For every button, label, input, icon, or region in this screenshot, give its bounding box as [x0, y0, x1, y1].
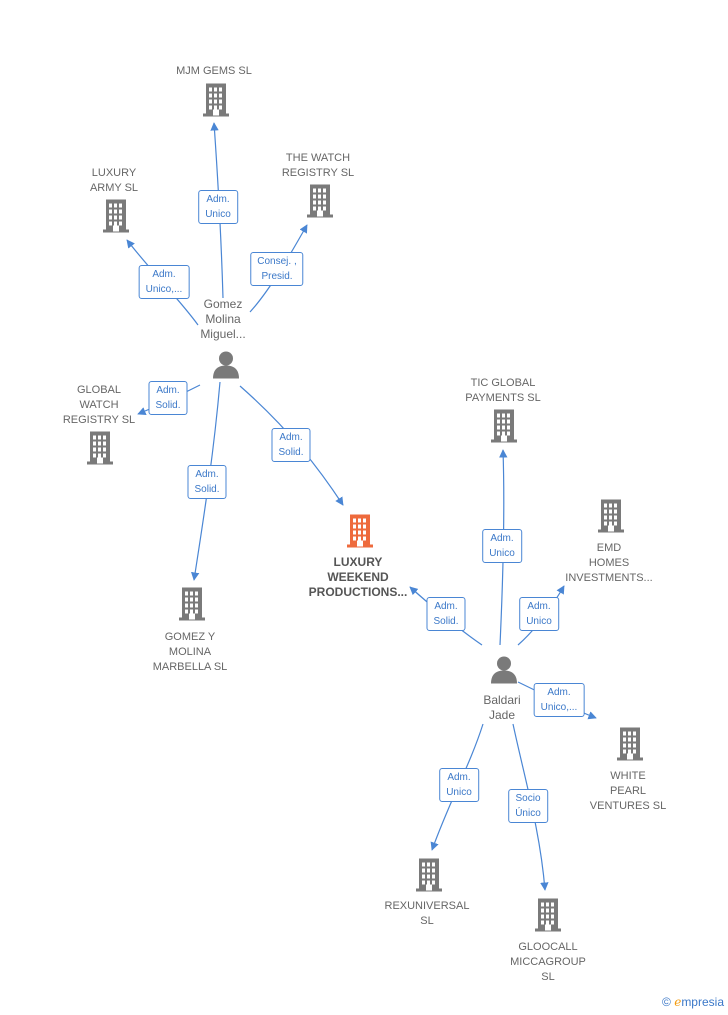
edge-role-label-e11: Adm. Unico	[439, 768, 479, 802]
edge-role-label-e8: Adm. Unico	[519, 597, 559, 631]
company-building-icon[interactable]	[199, 82, 233, 123]
person-label-p2[interactable]: Baldari Jade	[483, 693, 521, 722]
person-icon[interactable]	[210, 349, 242, 386]
edge-role-label-e5: Adm. Solid.	[271, 428, 311, 462]
company-building-icon[interactable]	[412, 857, 446, 898]
company-building-icon[interactable]	[487, 408, 521, 449]
company-building-icon[interactable]	[343, 513, 377, 554]
company-label-gomez[interactable]: GOMEZ Y MOLINA MARBELLA SL	[152, 631, 228, 673]
company-label-luxury[interactable]: LUXURY WEEKEND PRODUCTIONS...	[308, 555, 408, 599]
company-label-white[interactable]: WHITE PEARL VENTURES SL	[589, 770, 667, 812]
company-building-icon[interactable]	[594, 498, 628, 539]
company-label-army[interactable]: LUXURY ARMY SL	[89, 167, 139, 194]
edge-role-label-e2: Adm. Unico,...	[138, 265, 190, 299]
company-building-icon[interactable]	[175, 586, 209, 627]
edge-role-label-e12: Socio Único	[508, 789, 548, 823]
person-label-p1[interactable]: Gomez Molina Miguel...	[200, 297, 246, 341]
company-building-icon[interactable]	[99, 198, 133, 239]
company-label-gloo[interactable]: GLOOCALL MICCAGROUP SL	[510, 941, 586, 983]
edge-role-label-e1: Adm. Unico	[198, 190, 238, 224]
company-label-rex[interactable]: REXUNIVERSAL SL	[384, 900, 470, 927]
empresia-logo[interactable]: © empresia	[662, 995, 724, 1009]
edge-role-label-e10: Adm. Unico,...	[533, 683, 585, 717]
edge-role-label-e7: Adm. Unico	[482, 529, 522, 563]
company-building-icon[interactable]	[83, 430, 117, 471]
person-icon[interactable]	[488, 654, 520, 691]
company-label-global[interactable]: GLOBAL WATCH REGISTRY SL	[62, 384, 136, 426]
company-label-tic[interactable]: TIC GLOBAL PAYMENTS SL	[465, 377, 541, 404]
edge-role-label-e6: Adm. Solid.	[187, 465, 227, 499]
company-building-icon[interactable]	[303, 183, 337, 224]
company-building-icon[interactable]	[531, 897, 565, 938]
company-building-icon[interactable]	[613, 726, 647, 767]
edge-role-label-e4: Adm. Solid.	[148, 381, 188, 415]
company-label-watch[interactable]: THE WATCH REGISTRY SL	[281, 152, 355, 179]
company-label-mjm[interactable]: MJM GEMS SL	[176, 65, 252, 77]
edge-role-label-e3: Consej. , Presid.	[250, 252, 304, 286]
edge-role-label-e9: Adm. Solid.	[426, 597, 466, 631]
company-label-emd[interactable]: EMD HOMES INVESTMENTS...	[565, 542, 653, 584]
